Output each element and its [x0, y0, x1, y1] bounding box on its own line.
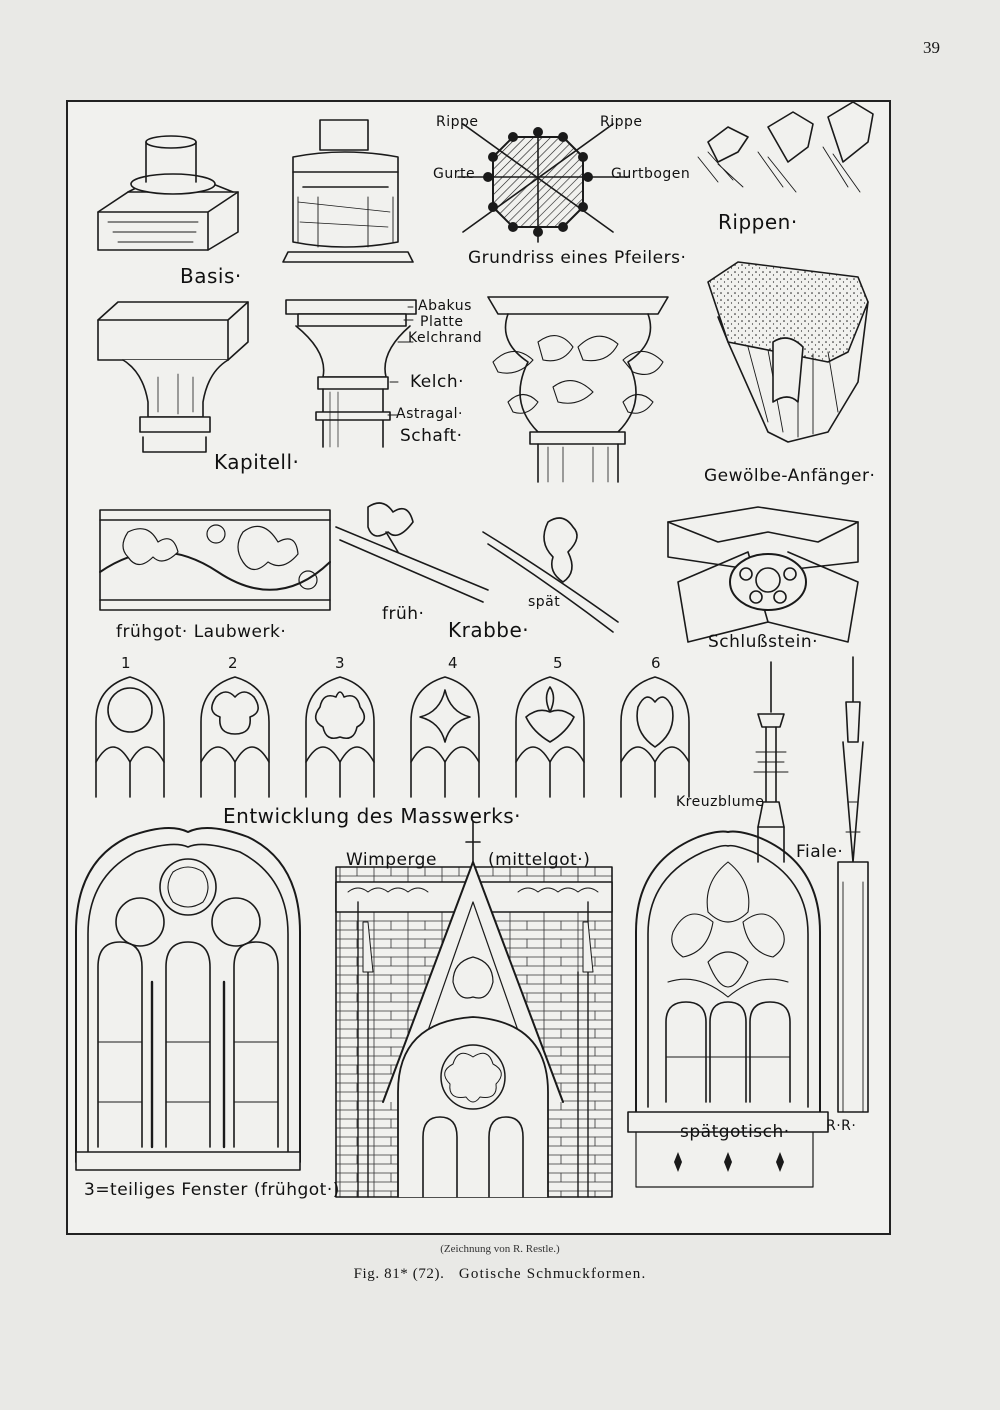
- label-gurtbogen: Gurtbogen: [611, 166, 691, 182]
- label-wimperge: Wimperge: [346, 850, 437, 870]
- label-fiale: Fiale·: [796, 842, 844, 862]
- keystone-drawing: [667, 506, 859, 643]
- caption-credit: (Zeichnung von R. Restle.): [440, 1243, 560, 1255]
- tracery-stage-2: [200, 676, 270, 798]
- label-frueh: früh·: [382, 604, 425, 624]
- label-schlussstein: Schlußstein·: [708, 632, 819, 652]
- tracery-stage-4: [410, 676, 480, 798]
- tracery-stage-5: [515, 676, 585, 798]
- label-rippe-left: Rippe: [436, 114, 479, 130]
- label-spaet: spät: [528, 594, 561, 610]
- label-signature: R·R·: [826, 1118, 857, 1134]
- label-spaetgotisch: spätgotisch·: [680, 1122, 790, 1142]
- crocket-early-drawing: [335, 502, 489, 603]
- gable-wimperg-drawing: [335, 821, 613, 1198]
- figure-title: Gotische Schmuckformen.: [458, 1266, 647, 1282]
- capital-drawing: [97, 301, 249, 453]
- finial-drawing: [753, 661, 789, 863]
- label-platte: Platte: [420, 314, 464, 330]
- label-fenster: 3=teiliges Fenster (frühgot·): [84, 1180, 340, 1200]
- early-gothic-window-drawing: [75, 827, 301, 1171]
- label-krabbe: Krabbe·: [448, 618, 530, 642]
- label-astragal: Astragal·: [396, 406, 464, 422]
- early-foliage-frieze-drawing: [99, 509, 331, 611]
- pinnacle-drawing: [837, 656, 869, 1113]
- tracery-development-drawing: [95, 676, 690, 798]
- figure-number: Fig. 81* (72).: [353, 1266, 445, 1282]
- stage-number-4: 4: [448, 654, 458, 672]
- basis-block-drawing: [97, 135, 239, 251]
- late-gothic-window-drawing: [627, 830, 829, 1188]
- label-kapitell: Kapitell·: [214, 450, 300, 474]
- label-basis: Basis·: [180, 264, 242, 288]
- label-schaft: Schaft·: [400, 426, 463, 446]
- tracery-stage-1: [95, 676, 165, 798]
- label-kelchrand: Kelchrand: [408, 330, 483, 346]
- label-gewoelbe: Gewölbe-Anfänger·: [704, 466, 876, 486]
- pier-plan-drawing: [457, 123, 629, 243]
- stage-number-6: 6: [651, 654, 661, 672]
- label-abakus: Abakus: [418, 298, 472, 314]
- label-laubwerk: frühgot· Laubwerk·: [116, 622, 287, 642]
- label-mittelgot: (mittelgot·): [488, 850, 591, 870]
- stage-number-1: 1: [121, 654, 131, 672]
- stage-number-2: 2: [228, 654, 238, 672]
- rib-profiles-drawing: [697, 102, 874, 193]
- tracery-stage-3: [305, 676, 375, 798]
- label-grundriss: Grundriss eines Pfeilers·: [468, 248, 687, 268]
- crocket-late-drawing: [482, 517, 619, 633]
- foliage-capital-drawing: [487, 296, 669, 483]
- label-rippe-right: Rippe: [600, 114, 643, 130]
- drawing-canvas: [75, 102, 874, 1198]
- label-masswerk: Entwicklung des Masswerks·: [223, 804, 521, 828]
- label-kreuzblume: Kreuzblume: [676, 794, 765, 810]
- basis-column-drawing: [282, 119, 414, 263]
- tracery-stage-6: [620, 676, 690, 798]
- page-number: 39: [923, 38, 940, 57]
- figure-caption: Fig. 81* (72). Gotische Schmuckformen.: [0, 1266, 1000, 1283]
- label-rippen: Rippen·: [718, 210, 798, 234]
- label-kelch: Kelch·: [410, 372, 465, 392]
- vault-springer-drawing: [707, 261, 869, 443]
- label-gurte: Gurte: [433, 166, 476, 182]
- stage-number-5: 5: [553, 654, 563, 672]
- capital-profile-drawing: [285, 299, 417, 448]
- stage-number-3: 3: [335, 654, 345, 672]
- illustration-plate: Basis· Rippe Rippe Gurte Gurtbogen Grund…: [66, 100, 891, 1235]
